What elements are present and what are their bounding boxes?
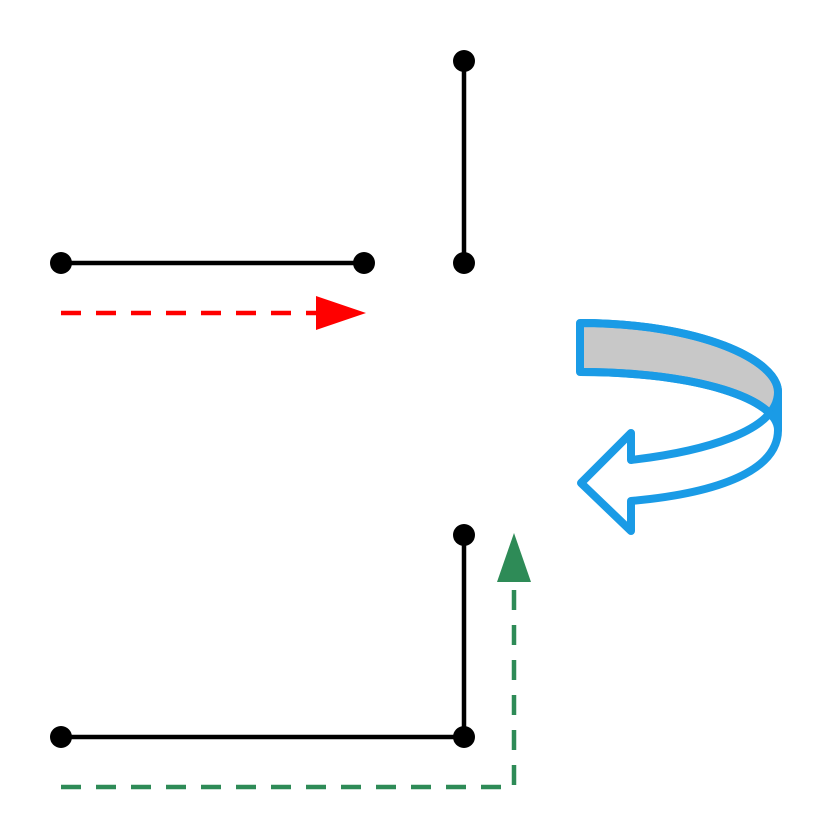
top-horizontal-segment <box>50 252 375 274</box>
curved-arrow <box>576 319 782 535</box>
bottom-vertical-endpoint-top <box>453 524 475 546</box>
green-dashed-arrow <box>61 533 531 790</box>
green-arrowhead <box>497 533 531 582</box>
bottom-horizontal-endpoint-left <box>50 726 72 748</box>
bottom-horizontal-segment <box>50 726 475 748</box>
top-vertical-endpoint-top <box>453 50 475 72</box>
curved-arrow-body <box>577 388 782 535</box>
top-vertical-segment <box>453 50 475 274</box>
red-arrowhead <box>316 296 366 330</box>
bottom-vertical-segment <box>453 524 475 737</box>
top-horizontal-endpoint-left <box>50 252 72 274</box>
curved-arrow-outline-outer <box>576 319 782 430</box>
green-dashed-arrow-shaft <box>61 580 517 790</box>
red-dashed-arrow <box>61 296 366 330</box>
top-horizontal-endpoint-right <box>353 252 375 274</box>
top-vertical-endpoint-bottom <box>453 252 475 274</box>
